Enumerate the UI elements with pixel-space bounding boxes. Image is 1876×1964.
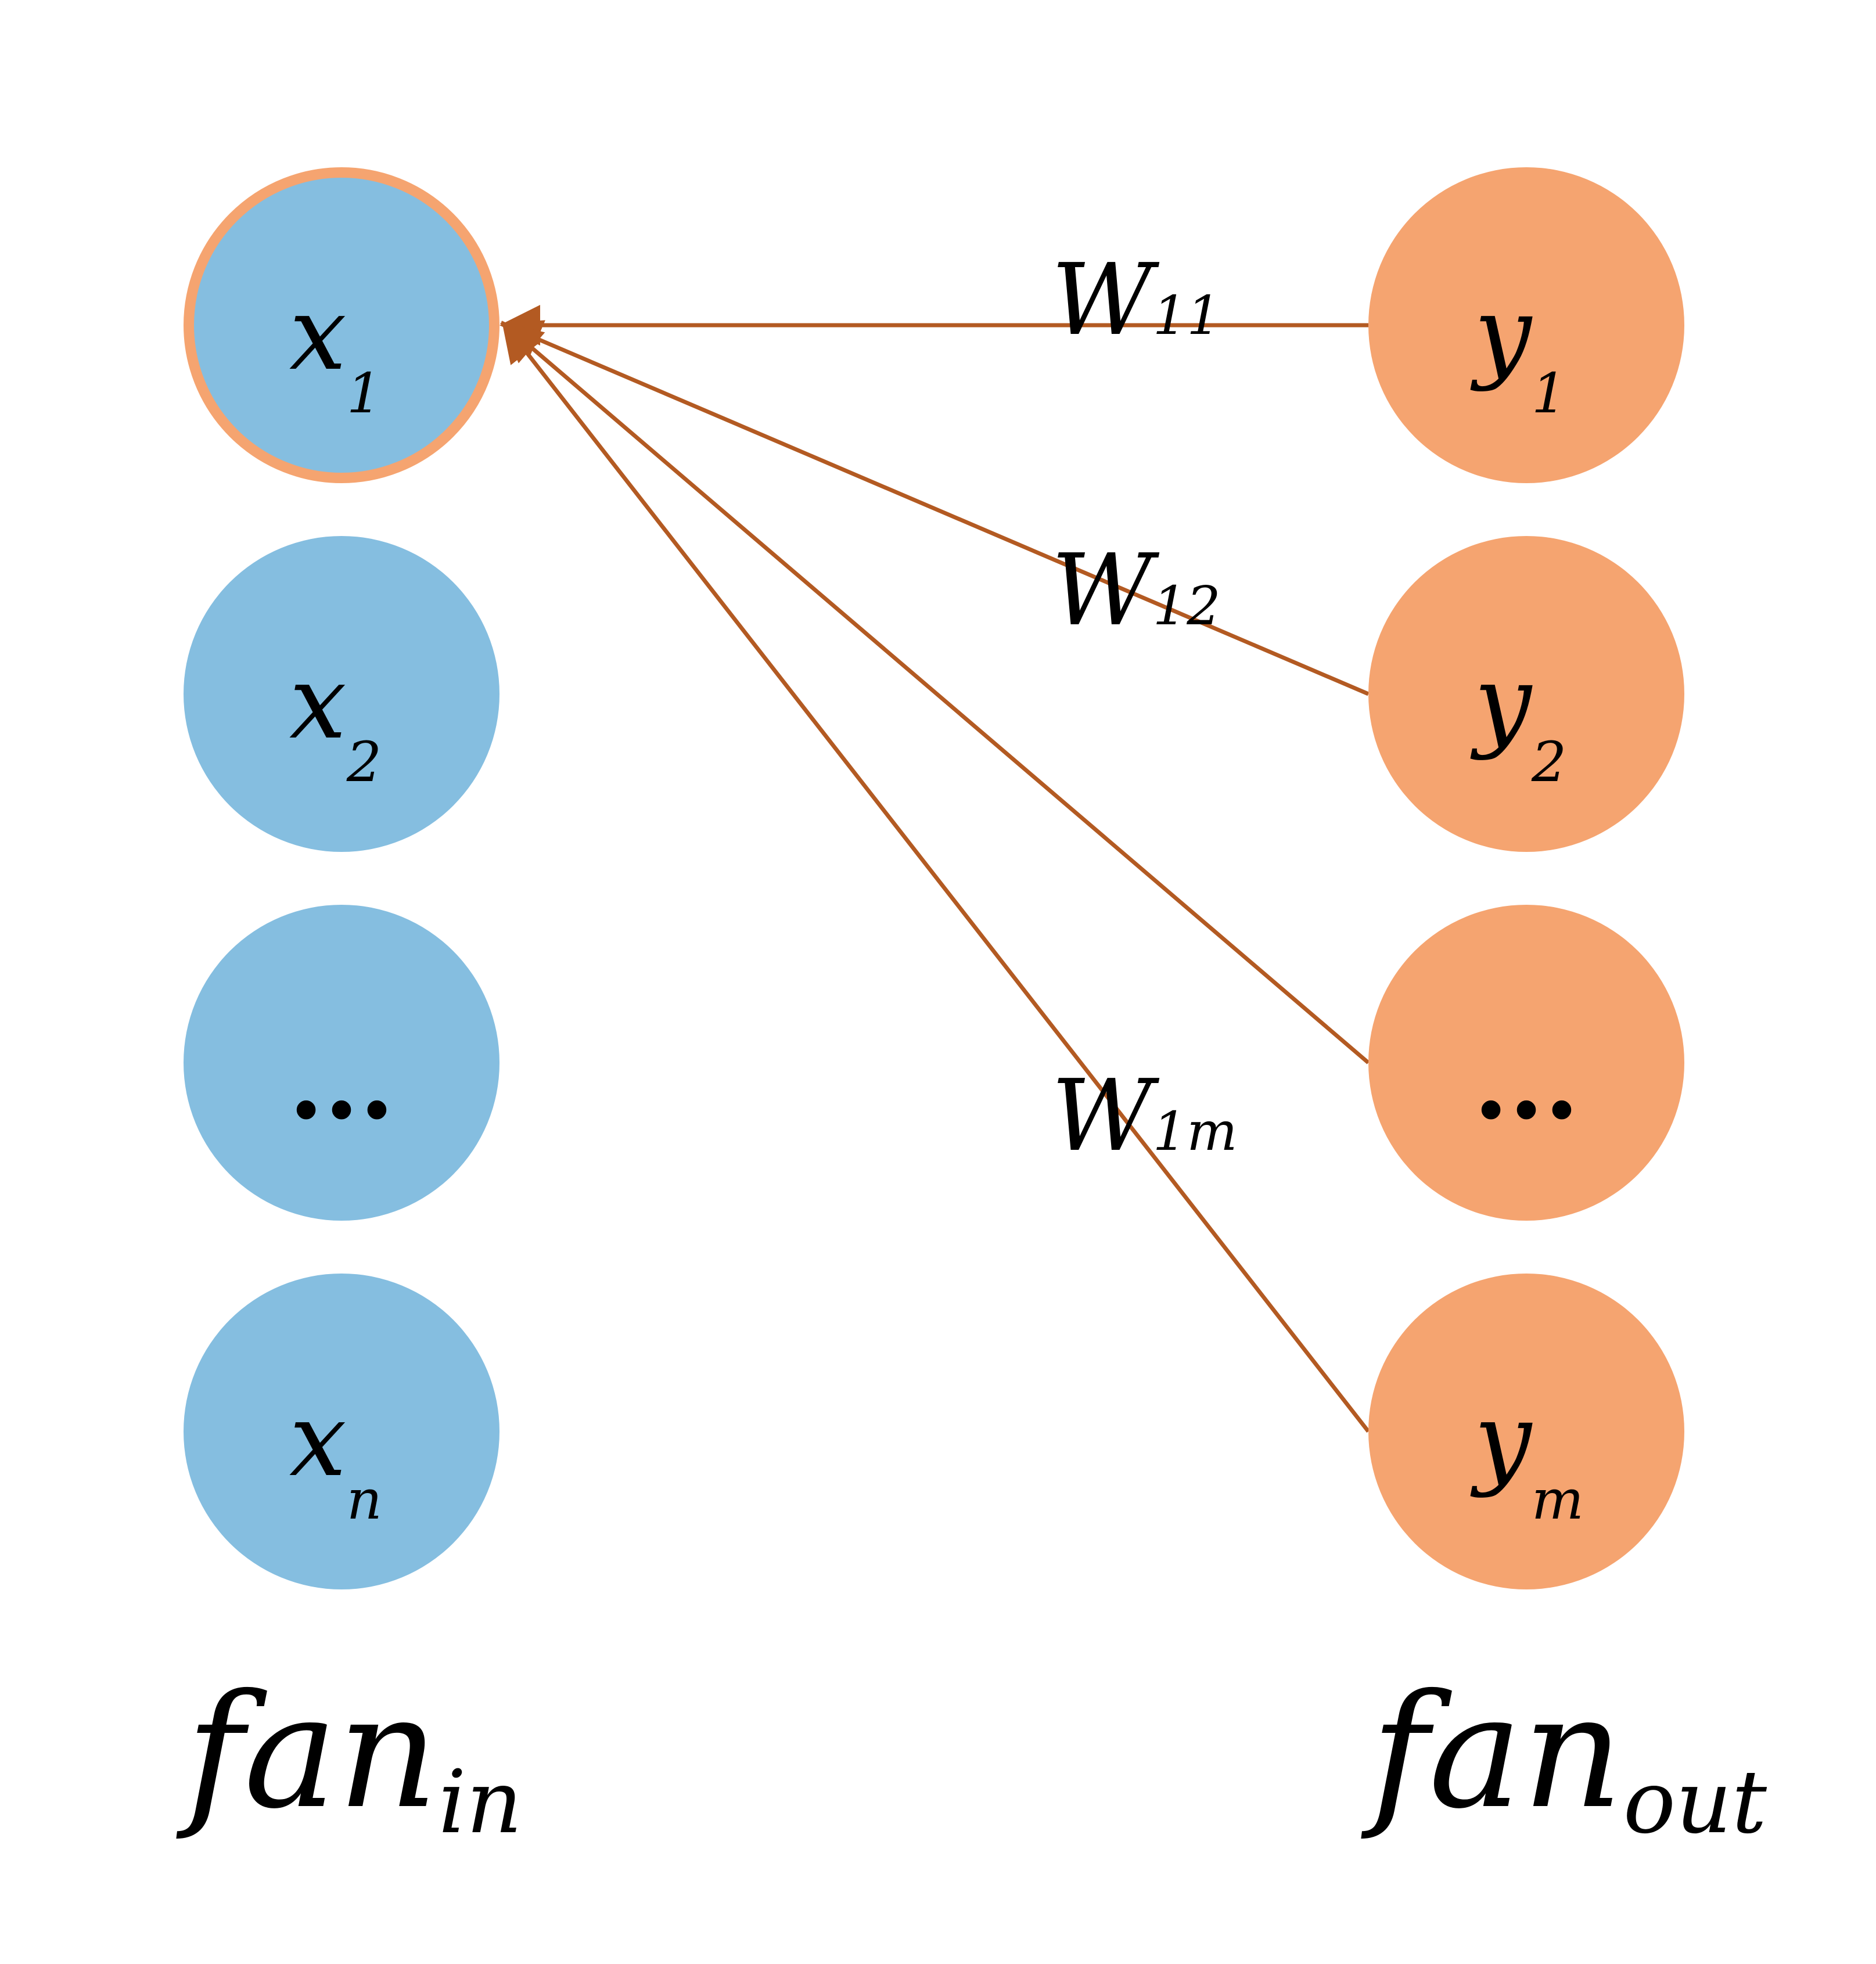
fan-out-main: fan [1361,1660,1623,1843]
input-node-label: x2 [289,644,382,794]
fan-in-main: fan [176,1660,439,1843]
input-node-main: x [289,1382,347,1499]
output-node-label: y1 [1470,275,1566,426]
output-node-label: ym [1470,1382,1584,1532]
edge-arrow-2 [499,320,1370,696]
edges-layer [499,305,1370,1433]
output-node-sub: 1 [1532,362,1566,426]
input-node-main: x [289,644,347,762]
edge-label-sub: 11 [1153,285,1221,347]
output-node-circle [1368,167,1684,483]
input-node-sub: n [347,1468,382,1532]
output-node-sub: m [1532,1468,1584,1532]
output-node-main: y [1470,275,1533,393]
edge-label-2: W12 [1051,533,1221,648]
input-node-sub: 1 [347,362,382,426]
edge-label-sub: 1m [1153,1100,1238,1163]
output-node-circle [1368,1274,1684,1589]
output-node-main: y [1470,1382,1533,1499]
input-node-label: x1 [289,275,382,426]
input-node-2: x2 [184,536,499,852]
edge-label-main: W [1051,533,1160,648]
input-node-1: x1 [184,167,499,483]
fan-in-label: fanin [176,1660,522,1853]
edge-label-sub: 12 [1153,575,1221,637]
output-node-circle [1368,536,1684,852]
output-node-circle [1368,905,1684,1221]
output-node-3: ... [1368,905,1684,1221]
input-node-circle [184,1274,499,1589]
output-node-main: y [1470,644,1533,762]
fan-out-label: fanout [1361,1660,1767,1853]
output-node-1: y1 [1368,167,1684,483]
output-node-2: y2 [1368,536,1684,852]
input-node-4: xn [184,1274,499,1589]
input-node-label: xn [289,1382,382,1532]
input-node-circle [184,905,499,1221]
edge-label-main: W [1051,243,1160,358]
edge-label-1: W11 [1051,243,1221,358]
edge-label-4: W1m [1051,1059,1238,1174]
output-node-4: ym [1368,1274,1684,1589]
input-node-main: x [289,275,347,393]
fan-in-sub: in [439,1752,523,1853]
output-node-sub: 2 [1531,731,1566,794]
input-node-circle [184,536,499,852]
output-node-label: ... [1474,1023,1580,1142]
output-node-label: y2 [1470,644,1566,794]
input-node-circle [184,167,499,483]
edge-label-main: W [1051,1059,1160,1174]
input-node-3: ... [184,905,499,1221]
edge-arrow-3 [501,321,1370,1064]
input-node-label: ... [289,1023,395,1142]
edge-arrow-4 [501,321,1370,1433]
input-node-sub: 2 [346,731,382,794]
fan-out-sub: out [1623,1752,1767,1853]
